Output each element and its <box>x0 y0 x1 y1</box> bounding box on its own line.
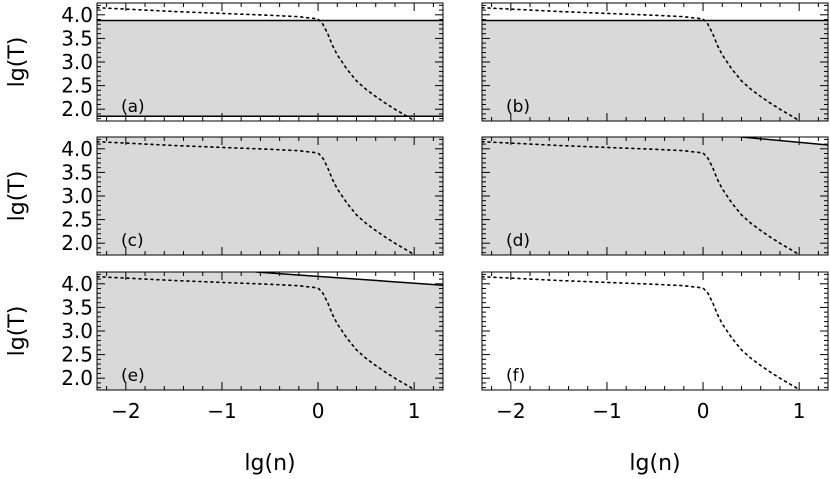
shaded-region <box>97 272 443 390</box>
y-axis-title: lg(T) <box>5 37 30 88</box>
y-tick-label: 2.5 <box>61 74 93 98</box>
dotted-curve <box>97 140 416 255</box>
y-axis-title: lg(T) <box>5 306 30 357</box>
x-tick-label: −1 <box>207 399 236 423</box>
panel-d: (d) <box>481 136 829 256</box>
y-tick-label: 2.5 <box>61 343 93 367</box>
x-tick-label: −1 <box>592 399 621 423</box>
panel-label: (c) <box>121 231 144 251</box>
panel-frame <box>481 271 829 391</box>
y-tick-label: 3.0 <box>61 50 93 74</box>
dotted-curve <box>482 275 801 390</box>
panel-b: (b) <box>481 2 829 122</box>
y-tick-label: 4.0 <box>61 3 93 27</box>
x-tick-label: −2 <box>111 399 140 423</box>
x-axis-title: lg(n) <box>629 451 680 476</box>
shaded-region <box>97 137 443 255</box>
y-tick-label: 2.0 <box>61 366 93 390</box>
panel-content <box>482 6 828 121</box>
x-tick-label: 1 <box>408 399 421 423</box>
x-axis-title: lg(n) <box>244 451 295 476</box>
y-tick-label: 4.0 <box>61 137 93 161</box>
solid-line <box>741 137 828 146</box>
y-tick-label: 3.0 <box>61 184 93 208</box>
y-tick-label: 3.5 <box>61 295 93 319</box>
panel-e: 2.02.53.03.54.0 lg(T) −2 −1 0 1 lg(n) (e) <box>5 271 444 476</box>
panel-c: 2.02.53.03.54.0 lg(T) (c) <box>5 136 444 256</box>
shaded-region <box>97 20 443 117</box>
x-tick-label: 1 <box>793 399 806 423</box>
shaded-region <box>482 20 828 121</box>
panel-label: (b) <box>506 97 530 117</box>
panel-a: 2.02.53.03.54.0 lg(T) (a) <box>5 2 444 122</box>
y-tick-label: 3.0 <box>61 319 93 343</box>
y-tick-label: 2.0 <box>61 97 93 121</box>
solid-line <box>255 272 443 286</box>
shaded-region <box>482 137 828 255</box>
y-tick-label: 2.5 <box>61 208 93 232</box>
dotted-curve <box>97 275 416 390</box>
y-tick-label: 2.0 <box>61 231 93 255</box>
x-tick-label: −2 <box>496 399 525 423</box>
panel-content <box>482 137 828 255</box>
x-tick-label: 0 <box>312 399 325 423</box>
panel-label: (a) <box>121 97 145 117</box>
dotted-curve <box>482 140 801 255</box>
panel-content <box>97 137 443 255</box>
panel-label: (d) <box>506 231 530 251</box>
y-axis-title: lg(T) <box>5 171 30 222</box>
panel-label: (e) <box>121 366 145 386</box>
panel-content <box>97 6 443 121</box>
panel-content <box>97 272 443 390</box>
dotted-curve <box>97 6 416 121</box>
panel-content <box>482 275 801 390</box>
y-tick-label: 3.5 <box>61 160 93 184</box>
dotted-curve <box>482 6 801 121</box>
y-tick-label: 3.5 <box>61 26 93 50</box>
panel-f: −2 −1 0 1 lg(n) (f) <box>481 271 829 476</box>
x-tick-label: 0 <box>697 399 710 423</box>
panel-label: (f) <box>506 366 525 386</box>
y-tick-label: 4.0 <box>61 272 93 296</box>
